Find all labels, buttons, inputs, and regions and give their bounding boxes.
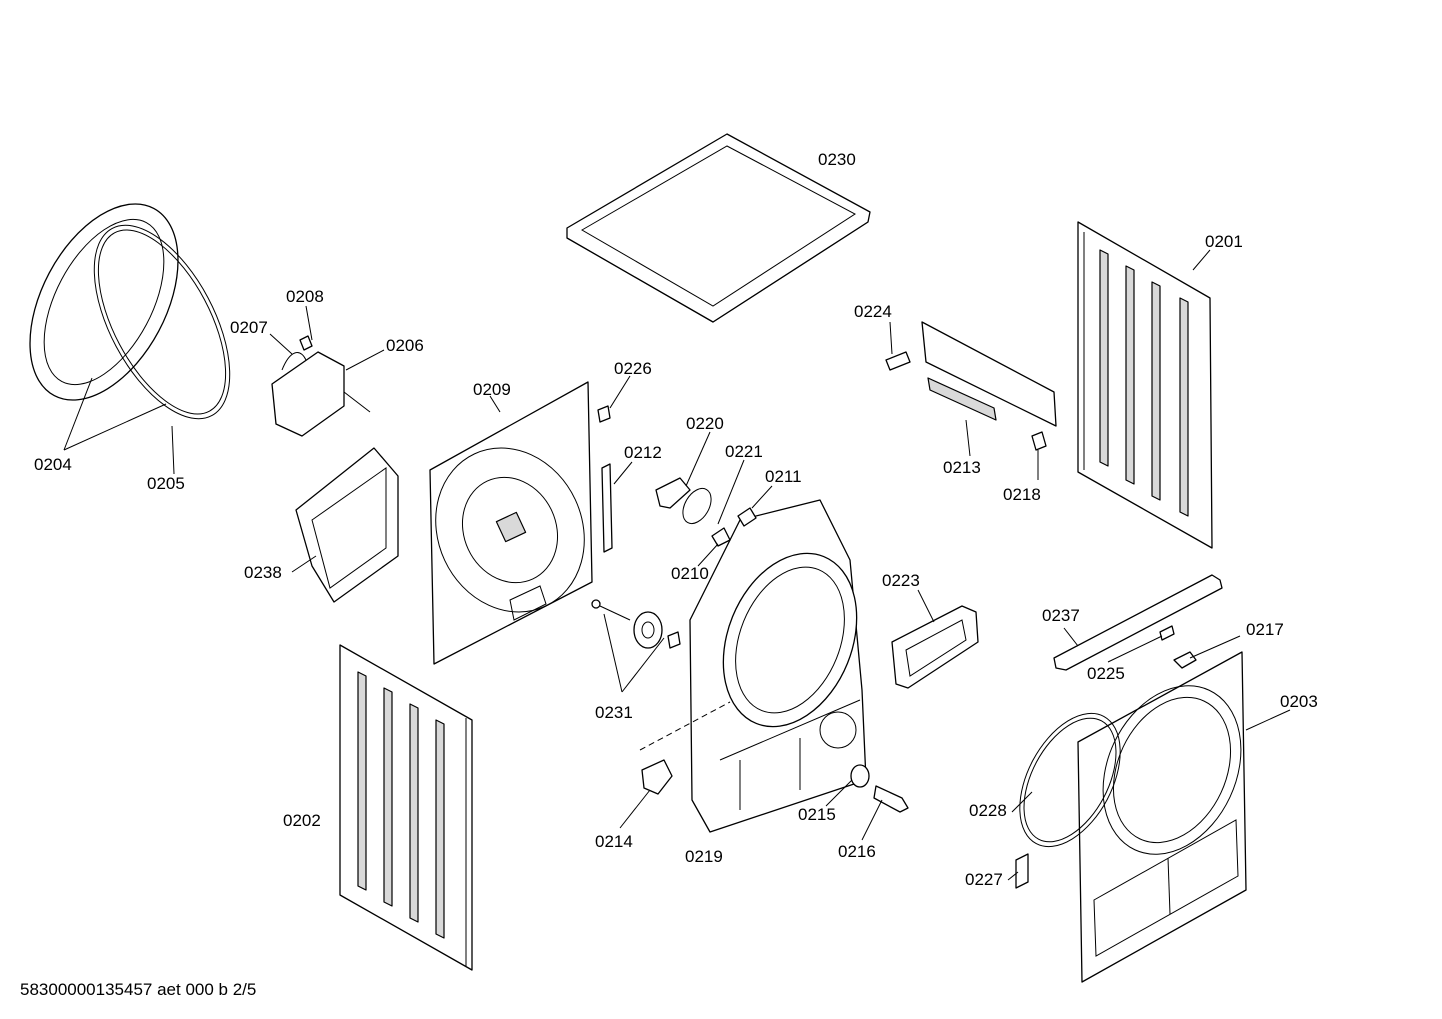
- part-0230-top-cover: [566, 133, 871, 323]
- part-0226-clip: [597, 405, 611, 423]
- part-0211-sensor: [737, 507, 757, 527]
- label-0217: 0217: [1246, 620, 1284, 639]
- label-0238: 0238: [244, 563, 282, 582]
- label-0202: 0202: [283, 811, 321, 830]
- part-0201-side-panel-right: [1077, 221, 1213, 549]
- label-0214: 0214: [595, 832, 633, 851]
- part-0238-air-duct: [295, 447, 399, 603]
- label-0206: 0206: [386, 336, 424, 355]
- part-0208-connector: [299, 335, 313, 351]
- part-0209-rear-panel: [429, 381, 593, 665]
- part-0204-drum-front: [29, 203, 179, 401]
- part-0231-bearing-set: [591, 599, 681, 649]
- part-0237-rail: [1053, 574, 1223, 671]
- label-0216: 0216: [838, 842, 876, 861]
- label-0215: 0215: [798, 805, 836, 824]
- part-0212-strip: [601, 463, 613, 553]
- label-0224: 0224: [854, 302, 892, 321]
- part-0206-module: [271, 351, 371, 437]
- part-0205-gasket: [93, 224, 231, 420]
- part-labels: 0230 0201 0224 0208 0207 0206 0226 0209 …: [34, 150, 1318, 889]
- part-0219-rear-frame: [689, 499, 867, 833]
- part-0228-door-seal: [1019, 712, 1121, 848]
- label-0208: 0208: [286, 287, 324, 306]
- part-0202-side-panel-left: [339, 644, 473, 971]
- label-0227: 0227: [965, 870, 1003, 889]
- leader-lines: [63, 249, 1291, 881]
- part-0225-clip: [1159, 625, 1175, 641]
- label-0209: 0209: [473, 380, 511, 399]
- label-0203: 0203: [1280, 692, 1318, 711]
- part-0207-cable: [281, 352, 307, 371]
- label-0211: 0211: [765, 467, 802, 486]
- label-0230: 0230: [818, 150, 856, 169]
- label-0223: 0223: [882, 571, 920, 590]
- part-0215-plug: [850, 764, 870, 788]
- label-0220: 0220: [686, 414, 724, 433]
- part-0216-switch: [873, 785, 909, 813]
- label-0218: 0218: [1003, 485, 1041, 504]
- label-0226: 0226: [614, 359, 652, 378]
- label-0210: 0210: [671, 564, 709, 583]
- label-0201: 0201: [1205, 232, 1243, 251]
- part-0220-sensor-bracket: [655, 477, 691, 509]
- label-0225: 0225: [1087, 664, 1125, 683]
- label-0213: 0213: [943, 458, 981, 477]
- label-0219: 0219: [685, 847, 723, 866]
- label-0204: 0204: [34, 455, 72, 474]
- part-0224-clip: [885, 351, 911, 371]
- part-0210-sensor: [711, 527, 731, 547]
- label-0212: 0212: [624, 443, 662, 462]
- part-0223-filter: [891, 605, 979, 689]
- label-0205: 0205: [147, 474, 185, 493]
- label-0207: 0207: [230, 318, 268, 337]
- label-0228: 0228: [969, 801, 1007, 820]
- part-0218-clip: [1031, 431, 1047, 451]
- part-0203-front-panel: [1077, 651, 1247, 983]
- part-0213-control-board: [921, 321, 1057, 427]
- label-0231: 0231: [595, 703, 633, 722]
- label-0221: 0221: [725, 442, 763, 461]
- part-0214-motor-bracket: [641, 759, 673, 795]
- part-0227-clip: [1015, 853, 1029, 889]
- part-0217-latch: [1173, 651, 1197, 669]
- part-0221-gasket-ring: [682, 487, 712, 525]
- drawing-footer-id: 58300000135457 aet 000 b 2/5: [20, 980, 257, 999]
- label-0237: 0237: [1042, 606, 1080, 625]
